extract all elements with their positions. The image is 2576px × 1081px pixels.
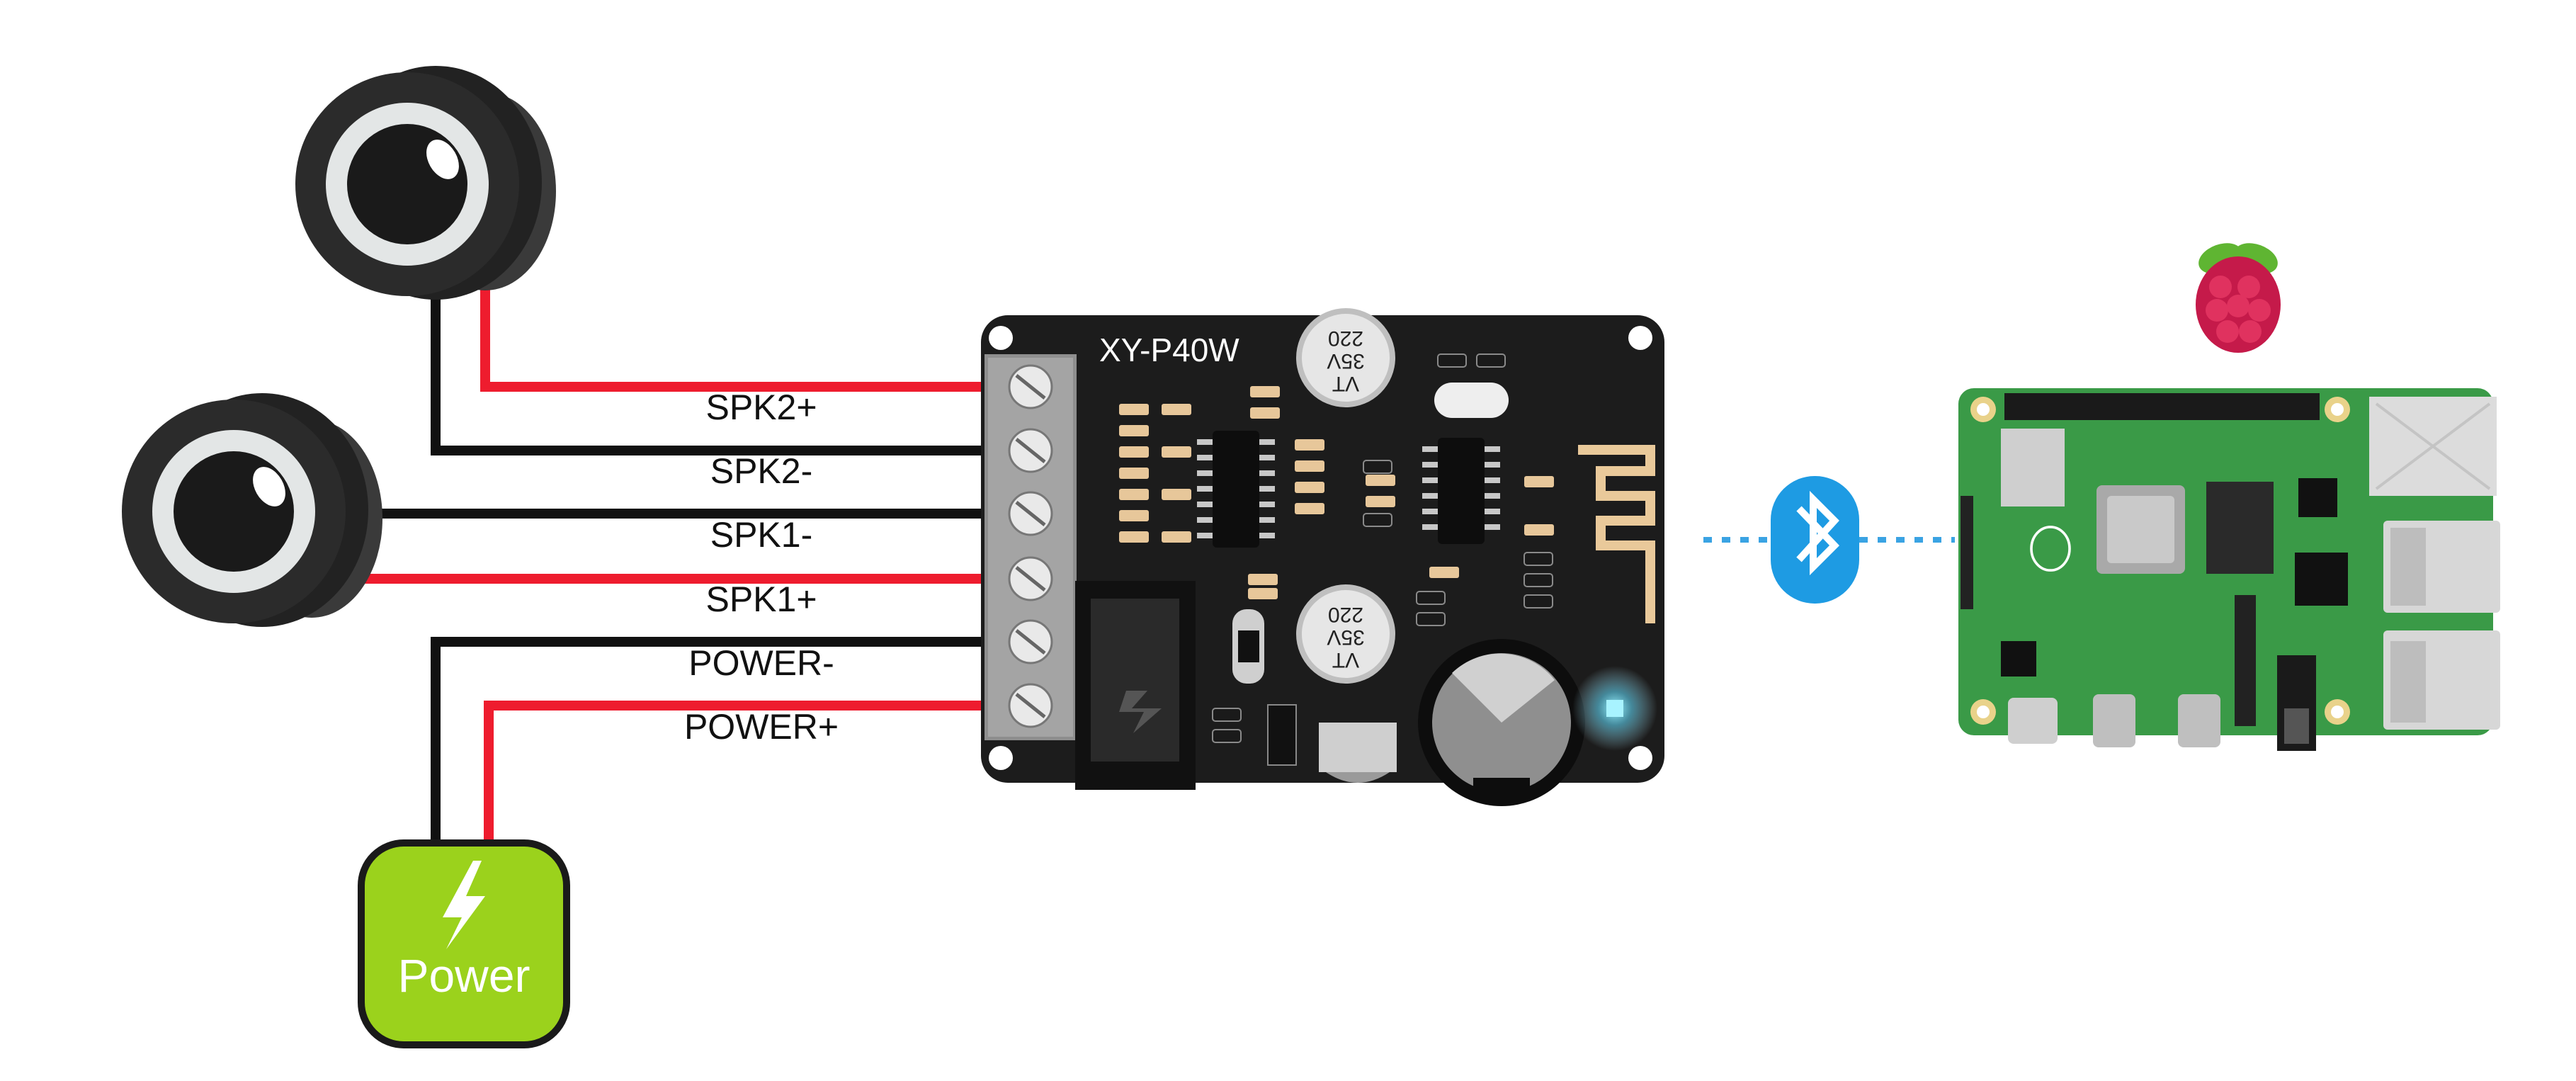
bluetooth-link: [1703, 476, 1955, 604]
raspberry-pi-logo-icon: [2196, 243, 2281, 353]
micro-hdmi-port-1: [2093, 694, 2135, 747]
crystal-oscillator: [1434, 383, 1509, 418]
wires: [312, 273, 1009, 857]
wire-spk2-minus: [431, 273, 1009, 455]
svg-text:220: 220: [1328, 603, 1363, 626]
speaker-2-icon: [295, 66, 556, 300]
board-model-label: XY-P40W: [1099, 332, 1239, 368]
wire-power-plus: [484, 701, 1009, 857]
gpio-header: [2004, 393, 2320, 420]
svg-text:220: 220: [1328, 327, 1363, 350]
smd-components: [1119, 386, 1554, 599]
lightning-bolt-icon: [443, 861, 485, 949]
svg-text:35V: 35V: [1327, 626, 1364, 649]
wire-labels: SPK2+ SPK2- SPK1- SPK1+ POWER- POWER+: [684, 387, 839, 747]
label-power-plus: POWER+: [684, 707, 839, 747]
label-power-minus: POWER-: [688, 643, 834, 683]
power-label: Power: [397, 949, 530, 1002]
ic-chip-right: [1422, 438, 1500, 544]
ram-chip: [2206, 482, 2274, 574]
dc-jack: [1075, 581, 1196, 790]
power-source: Power: [358, 839, 570, 1048]
amplifier-board: XY-P40W: [981, 308, 1664, 806]
label-spk2-plus: SPK2+: [705, 387, 817, 427]
wire-spk2-plus: [480, 273, 1009, 392]
raspberry-pi-board: [1958, 388, 2500, 751]
wire-power-minus: [431, 637, 1009, 857]
pcb-antenna: [1578, 445, 1655, 623]
speaker-1-icon: [122, 393, 382, 627]
volume-knob: [1418, 639, 1585, 806]
usb-c-port: [2008, 698, 2058, 744]
label-spk1-plus: SPK1+: [705, 579, 817, 619]
capacitor-top: VT 35V 220: [1296, 308, 1395, 407]
micro-hdmi-port-2: [2178, 694, 2220, 747]
label-spk1-minus: SPK1-: [710, 515, 813, 555]
ic-chip-left: [1197, 431, 1275, 548]
svg-text:VT: VT: [1332, 648, 1359, 672]
label-spk2-minus: SPK2-: [710, 451, 813, 491]
svg-text:35V: 35V: [1327, 349, 1364, 373]
status-led: [1606, 700, 1623, 717]
svg-text:VT: VT: [1332, 372, 1359, 395]
terminal-block: [985, 354, 1077, 740]
ir-receiver: [1319, 723, 1397, 772]
capacitor-bottom: VT 35V 220: [1296, 584, 1395, 684]
